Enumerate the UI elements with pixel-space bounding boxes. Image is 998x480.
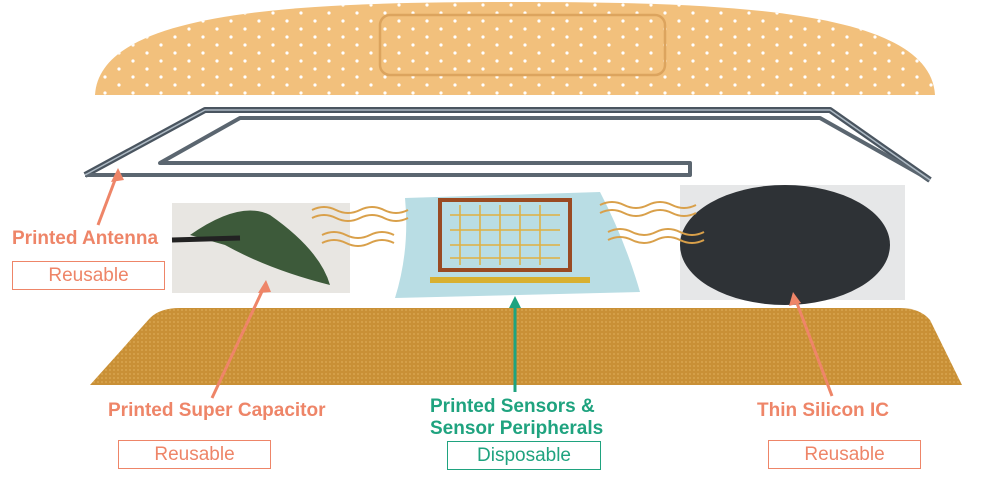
silicon-wafer-photo xyxy=(680,185,905,305)
sensors-disposable-tag: Disposable xyxy=(447,441,601,470)
silicon-reusable-tag: Reusable xyxy=(768,440,921,469)
frame-layer xyxy=(83,107,932,183)
silicon-pointer xyxy=(793,297,834,397)
top-bandage-layer xyxy=(95,2,935,95)
printed-antenna-label: Printed Antenna xyxy=(12,228,159,249)
wireless-link-waves xyxy=(311,201,705,247)
thin-silicon-ic-label: Thin Silicon IC xyxy=(757,400,889,421)
capacitor-pointer xyxy=(210,284,267,399)
printed-sensors-label-line2: Sensor Peripherals xyxy=(430,418,604,439)
supercapacitor-photo xyxy=(171,203,350,293)
antenna-reusable-tag: Reusable xyxy=(12,261,165,290)
capacitor-reusable-tag: Reusable xyxy=(118,440,271,469)
printed-super-capacitor-label: Printed Super Capacitor xyxy=(108,400,326,421)
bottom-bandage-layer xyxy=(90,308,962,385)
printed-sensors-label-line1: Printed Sensors & xyxy=(430,396,595,417)
sensor-array-photo xyxy=(395,192,640,298)
